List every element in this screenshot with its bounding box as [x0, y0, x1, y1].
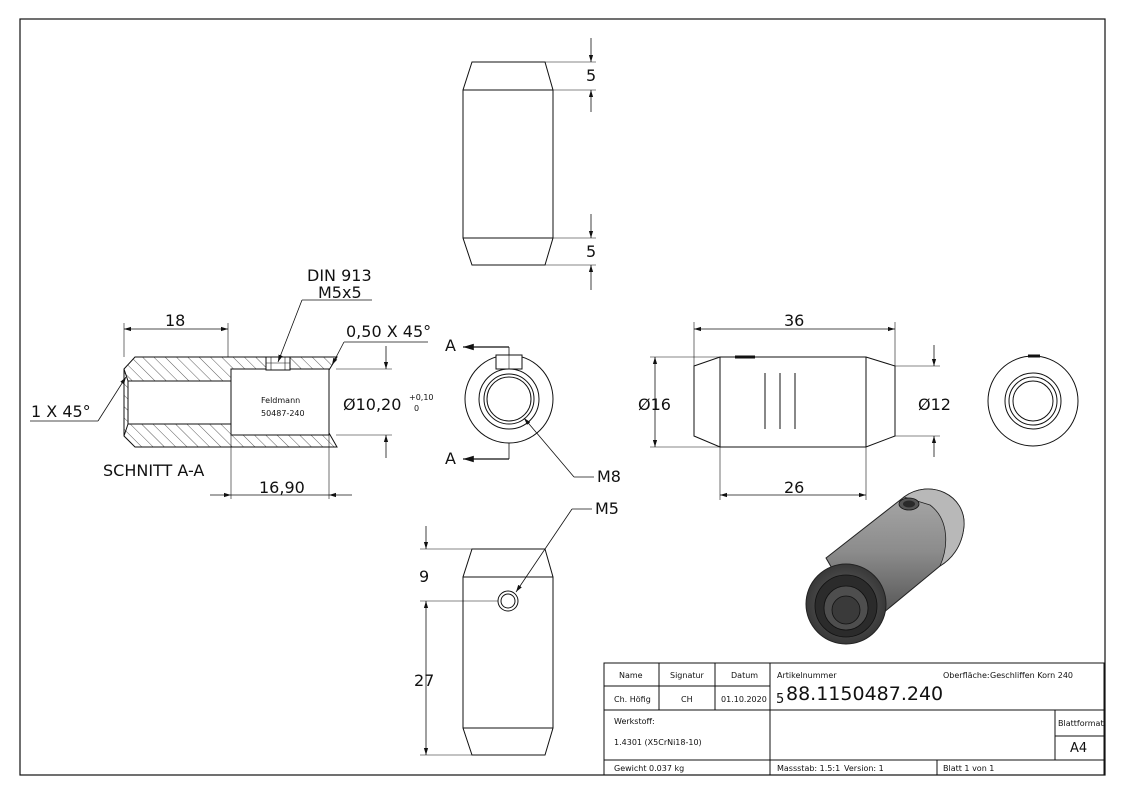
tb-material-label: Werkstoff:	[614, 717, 655, 726]
tb-signature-value: CH	[681, 695, 693, 704]
section-mark-bottom: A	[445, 449, 456, 468]
isometric-render	[805, 488, 965, 645]
dim-front-dia-small: Ø12	[918, 395, 951, 414]
dim-bore-diameter: Ø10,20	[343, 395, 401, 414]
dim-front-inner: 26	[784, 478, 804, 497]
tb-version: Version: 1	[844, 764, 884, 773]
dim-front-length: 36	[784, 311, 804, 330]
tb-material-value: 1.4301 (X5CrNi18-10)	[614, 738, 702, 747]
end-view-right	[987, 354, 1079, 447]
dim-section-top: 18	[165, 311, 185, 330]
label-chamfer-right: 0,50 X 45°	[346, 322, 431, 341]
tb-signature-label: Signatur	[670, 671, 705, 680]
label-thread-m8: M8	[597, 467, 621, 486]
tb-surface-value: Geschliffen Korn 240	[990, 671, 1073, 680]
end-view-left	[463, 343, 594, 478]
dim-bottom-offset: 9	[419, 567, 429, 586]
title-block	[603, 662, 1105, 776]
section-view	[30, 299, 428, 499]
section-mark-top: A	[445, 336, 456, 355]
tb-format-value: A4	[1070, 741, 1087, 756]
dim-bore-tol-lower: 0	[414, 404, 419, 413]
label-din: DIN 913	[307, 266, 372, 285]
tb-name-label: Name	[619, 671, 643, 680]
sheet-border	[19, 18, 1106, 776]
dim-bore-tol-upper: +0,10	[409, 393, 434, 402]
tb-weight: Gewicht 0.037 kg	[614, 764, 684, 773]
tb-article-label: Artikelnummer	[777, 671, 837, 680]
dim-front-dia-large: Ø16	[638, 395, 671, 414]
engraving-number: 50487-240	[261, 409, 305, 418]
tb-scale: Massstab: 1.5:1	[777, 764, 840, 773]
label-thread-m5: M5	[595, 499, 619, 518]
dim-section-bottom: 16,90	[259, 478, 305, 497]
tb-surface-label: Oberfläche:	[943, 671, 990, 680]
dim-top-chamfer-upper: 5	[586, 66, 596, 85]
section-label: SCHNITT A-A	[103, 461, 204, 480]
engraving-brand: Feldmann	[261, 396, 300, 405]
tb-article-value: 88.1150487.240	[786, 683, 943, 705]
tb-name-value: Ch. Höfig	[614, 695, 651, 704]
top-view	[462, 38, 596, 290]
front-view	[650, 322, 940, 500]
tb-article-prefix: 5	[776, 692, 784, 707]
dim-bottom-length: 27	[414, 671, 434, 690]
label-chamfer-left: 1 X 45°	[31, 402, 91, 421]
label-din-size: M5x5	[318, 283, 362, 302]
tb-date-value: 01.10.2020	[721, 695, 767, 704]
tb-sheet: Blatt 1 von 1	[943, 764, 994, 773]
tb-date-label: Datum	[731, 671, 758, 680]
dim-top-chamfer-lower: 5	[586, 242, 596, 261]
bottom-view	[420, 508, 592, 756]
tb-format-label: Blattformat	[1058, 719, 1104, 728]
